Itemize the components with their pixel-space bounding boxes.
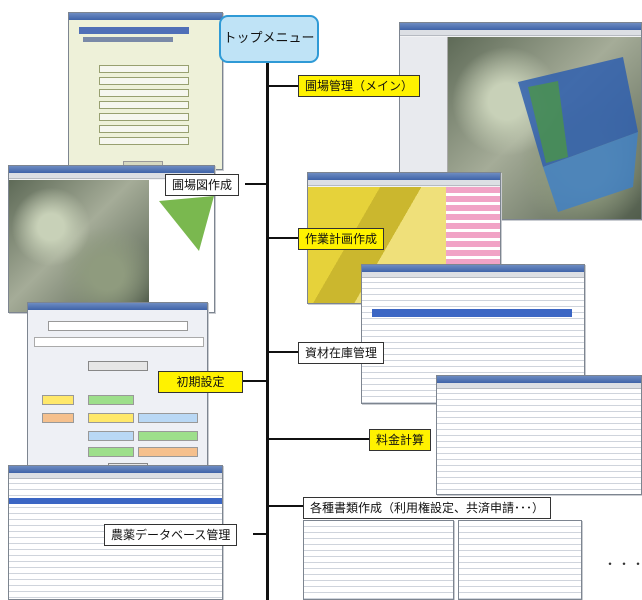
branch-fee-calc (269, 438, 369, 440)
top-menu-screenshot (68, 12, 223, 170)
documents-node[interactable]: 各種書類作成（利用権設定、共済申請･･･） (303, 497, 552, 519)
fee-calc-screenshot (436, 375, 642, 495)
branch-pesticide-db (253, 533, 266, 535)
branch-initial-settings (243, 380, 266, 382)
branch-field-map (245, 183, 266, 185)
pesticide-db-screenshot (8, 465, 223, 600)
branch-inventory (269, 351, 298, 353)
field-polygons (518, 57, 638, 212)
field-map-node[interactable]: 圃場図作成 (165, 174, 240, 196)
branch-field-management (269, 85, 298, 87)
documents-screenshot-2 (458, 520, 582, 600)
more-ellipsis: ・・・ (604, 557, 642, 571)
field-map-shape (159, 196, 214, 251)
fee-calc-node[interactable]: 料金計算 (369, 429, 432, 451)
branch-documents (269, 505, 303, 507)
initial-settings-node[interactable]: 初期設定 (158, 371, 243, 393)
field-management-screenshot (399, 22, 642, 220)
trunk-line (266, 63, 269, 600)
pesticide-db-node[interactable]: 農薬データベース管理 (104, 524, 238, 546)
work-plan-node[interactable]: 作業計画作成 (298, 228, 385, 250)
documents-screenshot-1 (303, 520, 454, 600)
field-management-node[interactable]: 圃場管理（メイン） (298, 75, 421, 97)
inventory-node[interactable]: 資材在庫管理 (298, 342, 385, 364)
top-menu-node[interactable]: トップメニュー (219, 15, 319, 63)
branch-work-plan (269, 237, 298, 239)
